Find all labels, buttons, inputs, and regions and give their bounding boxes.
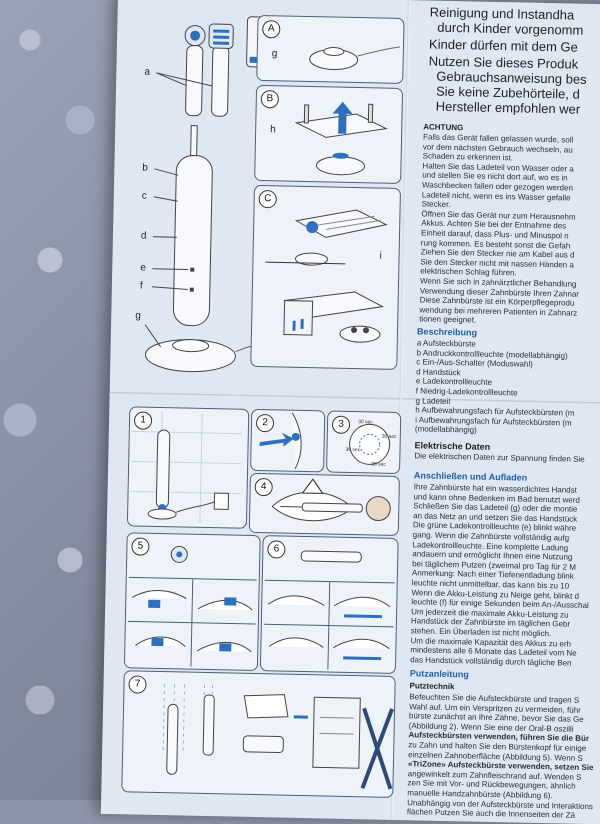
part-label-g: g [135, 310, 141, 322]
part-label-d: d [140, 230, 147, 242]
beschreibung-title: Beschreibung [416, 326, 478, 338]
brush-holder-illustration [294, 101, 388, 176]
panel-c: C i [250, 184, 401, 370]
step-panel-3: 3 30 sec 30 sec 30 sec 30 sec [326, 410, 402, 475]
achtung-title: ACHTUNG [423, 122, 464, 133]
part-label-b: b [142, 162, 149, 174]
press-button-illustration [259, 412, 302, 470]
putzanleitung-text: Befeuchten Sie die Aufsteckbürste und tr… [407, 692, 598, 821]
timer-label-3: 30 sec [371, 461, 386, 468]
panel-a-tag: A [262, 20, 281, 39]
mouth-brushing-illustration [271, 478, 391, 522]
intro-bullet-3d: Hersteller empfohlen wer [435, 98, 581, 117]
panel-a: A g [256, 14, 405, 84]
step-panel-1: 1 [126, 406, 250, 529]
timer-dial-illustration [349, 423, 391, 465]
anschliessen-title: Anschließen und Aufladen [413, 470, 528, 483]
anschliessen-text: Ihre Zahnbürste hat ein wasserdichtes Ha… [410, 482, 600, 668]
bathroom-charging-illustration [130, 412, 242, 523]
step-panel-6: 6 [259, 535, 399, 674]
intro-bullet-2: Kinder dürfen mit dem Ge [428, 36, 579, 55]
step-panel-7: 7 [121, 670, 396, 798]
storage-case-illustration [265, 209, 388, 343]
panel-b-part-h: h [270, 124, 276, 136]
intro-bullet-1b: durch Kinder vorgenomm [437, 19, 584, 38]
putztechnik-subtitle: Putztechnik [409, 681, 455, 692]
instruction-leaflet: a b c d e f g A g B h C i [100, 0, 600, 824]
step-panel-5: 5 [123, 532, 261, 672]
round-brush-technique-illustration [127, 545, 257, 667]
timer-label-4: 30 sec [345, 446, 361, 454]
elektrische-title: Elektrische Daten [414, 440, 491, 452]
beschreibung-list: a Aufsteckbürste b Andruckkontrollleucht… [415, 338, 600, 438]
panel-b: B h [254, 84, 404, 184]
achtung-text: Falls das Gerät fallen gelassen wurde, s… [419, 132, 600, 328]
panel-b-tag: B [260, 90, 280, 109]
trizone-technique-illustration [263, 550, 395, 670]
part-label-f: f [139, 280, 143, 292]
timer-label-2: 30 sec [381, 433, 397, 440]
step-panel-4: 4 [248, 472, 400, 536]
putzanleitung-title: Putzanleitung [409, 668, 469, 680]
panel-a-part-g: g [271, 48, 278, 60]
part-label-a: a [144, 66, 151, 78]
step-panel-2: 2 [250, 408, 326, 473]
elektrische-line: Die elektrischen Daten zur Spannung find… [414, 451, 585, 464]
part-label-c: c [141, 190, 147, 202]
charger-base-illustration [309, 46, 401, 71]
part-label-e: e [140, 262, 146, 274]
timer-label-1: 30 sec [358, 419, 373, 426]
cleaning-illustration [162, 684, 394, 790]
